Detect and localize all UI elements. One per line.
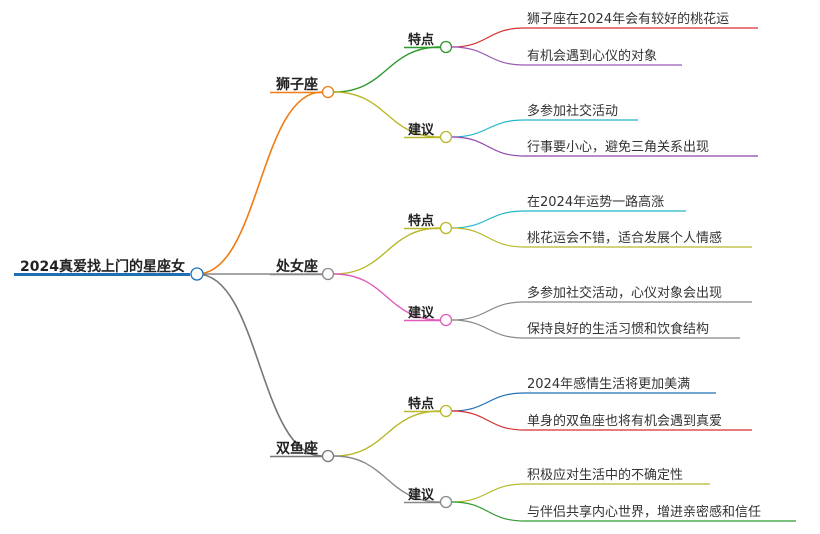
branch-label-1: 处女座 bbox=[275, 258, 318, 275]
group-label-2-0: 特点 bbox=[408, 396, 434, 412]
leaf-label-1-1-1: 保持良好的生活习惯和饮食结构 bbox=[527, 321, 709, 337]
leaf-label-1-1-0: 多参加社交活动，心仪对象会出现 bbox=[527, 285, 722, 301]
leaf-connector-0-0-0 bbox=[451, 27, 525, 48]
leaf-connector-2-1-1 bbox=[451, 501, 525, 522]
leaf-label-0-0-1: 有机会遇到心仪的对象 bbox=[527, 48, 657, 64]
branch-connector-0 bbox=[196, 91, 323, 275]
group-node-2-1[interactable] bbox=[439, 495, 453, 509]
group-connector-2-1 bbox=[333, 455, 441, 503]
leaf-connector-2-0-1 bbox=[451, 410, 525, 431]
group-node-1-0[interactable] bbox=[439, 221, 453, 235]
group-node-0-1[interactable] bbox=[439, 130, 453, 144]
group-label-0-0: 特点 bbox=[408, 32, 434, 48]
branch-connector-2 bbox=[196, 273, 323, 457]
root-node[interactable] bbox=[190, 267, 204, 281]
leaf-connector-1-0-1 bbox=[451, 227, 525, 248]
branch-label-2: 双鱼座 bbox=[276, 440, 318, 457]
branch-node-2[interactable] bbox=[321, 449, 335, 463]
group-connector-1-1 bbox=[333, 273, 441, 321]
leaf-connector-1-0-0 bbox=[451, 210, 525, 229]
group-connector-0-0 bbox=[333, 46, 441, 93]
leaf-connector-1-1-1 bbox=[451, 319, 525, 339]
leaf-label-1-0-0: 在2024年运势一路高涨 bbox=[527, 194, 664, 210]
leaf-label-0-1-1: 行事要小心，避免三角关系出现 bbox=[527, 140, 709, 155]
leaf-connector-0-0-1 bbox=[451, 46, 525, 66]
leaf-label-2-0-0: 2024年感情生活将更加美满 bbox=[527, 376, 690, 392]
leaf-connector-2-1-0 bbox=[451, 483, 525, 503]
leaf-label-2-1-1: 与伴侣共享内心世界，增进亲密感和信任 bbox=[527, 504, 761, 520]
group-node-1-1[interactable] bbox=[439, 313, 453, 327]
leaf-label-2-0-1: 单身的双鱼座也将有机会遇到真爱 bbox=[527, 413, 722, 429]
group-label-1-1: 建议 bbox=[408, 305, 435, 321]
leaf-connector-0-1-0 bbox=[451, 119, 525, 138]
leaf-connector-0-1-1 bbox=[451, 136, 525, 157]
group-connector-0-1 bbox=[333, 91, 441, 138]
branch-label-0: 狮子座 bbox=[275, 76, 318, 93]
group-node-2-0[interactable] bbox=[439, 404, 453, 418]
leaf-connector-2-0-0 bbox=[451, 392, 525, 412]
group-label-0-1: 建议 bbox=[408, 122, 435, 138]
leaf-connector-1-1-0 bbox=[451, 301, 525, 321]
group-label-1-0: 特点 bbox=[408, 213, 434, 229]
group-node-0-0[interactable] bbox=[439, 40, 453, 54]
leaf-label-1-0-1: 桃花运会不错，适合发展个人情感 bbox=[527, 230, 722, 246]
root-label: 2024真爱找上门的星座女 bbox=[20, 258, 185, 275]
group-connector-1-0 bbox=[333, 227, 441, 275]
leaf-label-0-1-0: 多参加社交活动 bbox=[527, 103, 618, 119]
branch-node-1[interactable] bbox=[321, 267, 335, 281]
branch-node-0[interactable] bbox=[321, 85, 335, 99]
group-label-2-1: 建议 bbox=[408, 487, 435, 503]
leaf-label-0-0-0: 狮子座在2024年会有较好的桃花运 bbox=[527, 11, 729, 27]
leaf-label-2-1-0: 积极应对生活中的不确定性 bbox=[527, 467, 683, 483]
group-connector-2-0 bbox=[333, 410, 441, 457]
